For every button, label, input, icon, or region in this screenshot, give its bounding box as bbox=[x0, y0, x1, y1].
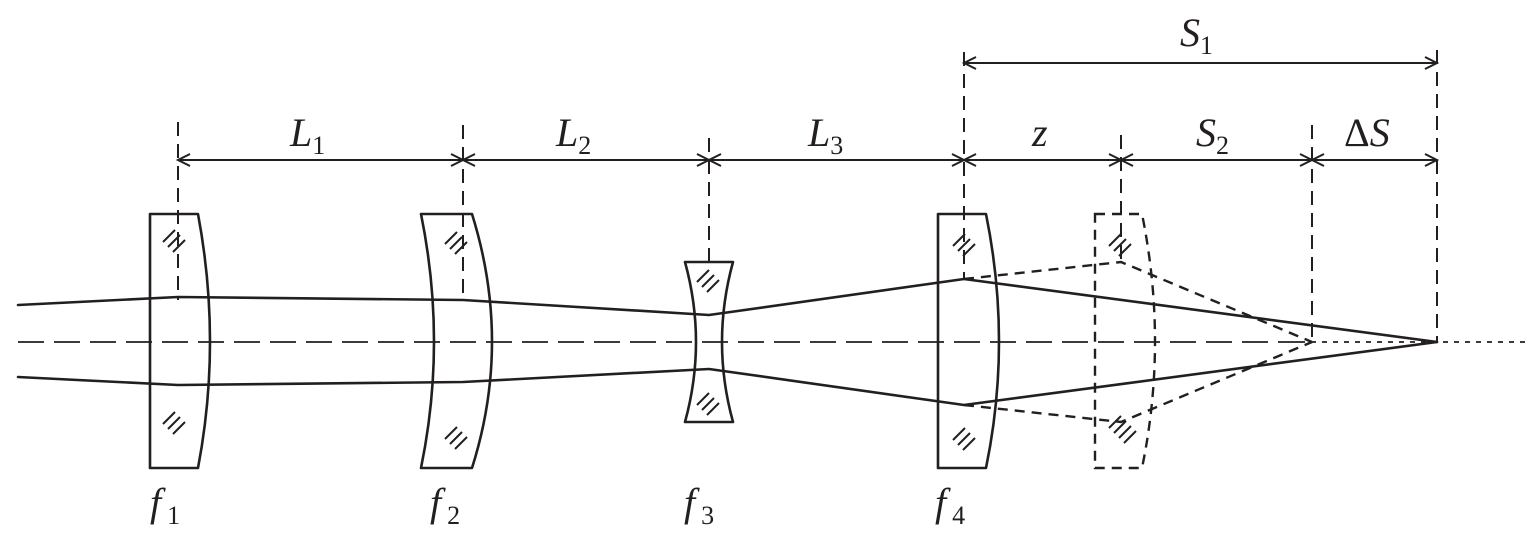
lens-moved-dashed bbox=[1093, 212, 1157, 470]
upper-ray bbox=[16, 277, 1439, 344]
hatch-icon bbox=[952, 233, 976, 257]
lens-moved-body bbox=[1093, 212, 1157, 470]
lens-f4-body bbox=[936, 212, 1001, 470]
label-L2: L2 bbox=[555, 110, 591, 160]
hatch-icon bbox=[162, 411, 186, 435]
hatch-icon bbox=[1108, 415, 1137, 444]
dimension-labels: L1 L2 L3 z S2 ΔS S1 bbox=[289, 10, 1390, 160]
lens-f3 bbox=[683, 260, 735, 424]
dimension-lines bbox=[175, 56, 1440, 167]
arrowhead bbox=[951, 153, 977, 167]
hatch-icon bbox=[696, 392, 720, 416]
lens-f4 bbox=[936, 212, 1001, 470]
alternative-rays bbox=[963, 260, 1313, 424]
lens-f1 bbox=[148, 212, 212, 470]
arrowhead bbox=[1299, 153, 1325, 167]
hatch-icon bbox=[952, 427, 976, 451]
arrowhead bbox=[696, 153, 722, 167]
label-S2: S2 bbox=[1196, 110, 1229, 160]
label-S1: S1 bbox=[1180, 10, 1213, 60]
arrowhead bbox=[1424, 56, 1440, 70]
arrowhead bbox=[961, 56, 977, 70]
reference-lines bbox=[177, 50, 1438, 342]
lens-f1-body bbox=[148, 212, 212, 470]
arrowhead bbox=[1108, 153, 1134, 167]
label-L1: L1 bbox=[289, 110, 325, 160]
hatch-icon bbox=[444, 231, 468, 255]
hatch-icon bbox=[1108, 233, 1132, 257]
label-L3: L3 bbox=[807, 110, 843, 160]
lens-f2 bbox=[419, 212, 494, 470]
arrowhead bbox=[1424, 153, 1440, 167]
hatch-icon bbox=[696, 269, 720, 293]
upper-alt-ray bbox=[963, 260, 1313, 344]
lens-f3-body bbox=[683, 260, 735, 424]
lens-f2-body bbox=[419, 212, 494, 470]
hatch-icon bbox=[162, 229, 186, 253]
arrowhead bbox=[175, 153, 191, 167]
lower-ray bbox=[16, 340, 1439, 407]
arrowhead bbox=[450, 153, 476, 167]
label-delta-S: ΔS bbox=[1344, 110, 1390, 155]
lower-alt-ray bbox=[963, 340, 1313, 424]
hatch-icon bbox=[444, 426, 468, 450]
light-rays bbox=[16, 277, 1439, 407]
label-z: z bbox=[1031, 110, 1048, 155]
